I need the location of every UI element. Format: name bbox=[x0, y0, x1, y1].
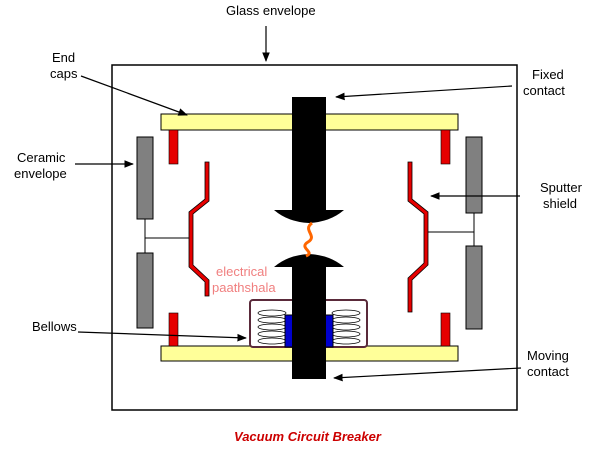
ceramic-right-upper bbox=[465, 136, 483, 214]
arc bbox=[303, 221, 314, 258]
bellows-coils bbox=[257, 309, 361, 345]
watermark-line2: paathshala bbox=[212, 280, 276, 295]
label-sputter-shield-1: Sputter bbox=[540, 180, 583, 195]
fixed-contact-rod bbox=[292, 97, 326, 211]
left-sputter-shield bbox=[188, 161, 210, 297]
moving-contact-rod bbox=[292, 265, 326, 379]
right-sputter-shield bbox=[407, 161, 429, 313]
label-ceramic-envelope-1: Ceramic bbox=[17, 150, 66, 165]
label-fixed-contact-1: Fixed bbox=[532, 67, 564, 82]
label-moving-contact-2: contact bbox=[527, 364, 569, 379]
moving-contact-head bbox=[274, 254, 344, 267]
label-bellows: Bellows bbox=[32, 319, 77, 334]
label-end-caps-2: caps bbox=[50, 66, 78, 81]
bellows-arrow bbox=[77, 331, 247, 342]
fixed-contact-head bbox=[274, 210, 344, 223]
watermark-line1: electrical bbox=[216, 264, 267, 279]
end-caps-arrow bbox=[80, 75, 188, 116]
moving-contact-arrow bbox=[333, 367, 522, 382]
fixed-contact-arrow bbox=[335, 85, 513, 101]
label-sputter-shield-2: shield bbox=[543, 196, 577, 211]
top-left-cap-tab bbox=[168, 129, 179, 165]
label-fixed-contact-2: contact bbox=[523, 83, 565, 98]
bottom-left-cap-tab bbox=[168, 312, 179, 347]
ceramic-right-lower bbox=[465, 245, 483, 330]
figure-caption: Vacuum Circuit Breaker bbox=[234, 429, 382, 444]
ceramic-left-lower bbox=[136, 252, 154, 329]
top-right-cap-tab bbox=[440, 129, 451, 165]
ceramic-left-upper bbox=[136, 136, 154, 220]
label-end-caps-1: End bbox=[52, 50, 75, 65]
label-ceramic-envelope-2: envelope bbox=[14, 166, 67, 181]
label-moving-contact-1: Moving bbox=[527, 348, 569, 363]
label-glass-envelope: Glass envelope bbox=[226, 3, 316, 18]
bottom-right-cap-tab bbox=[440, 312, 451, 347]
